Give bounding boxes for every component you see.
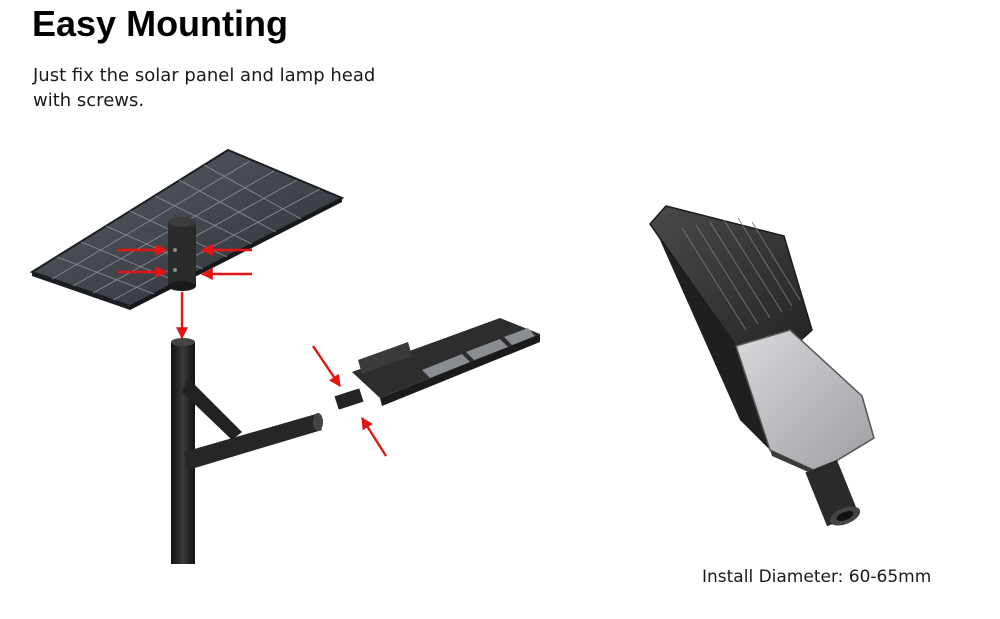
page-subtitle: Just fix the solar panel and lamp head w… [33, 65, 376, 111]
solar-panel-illustration [29, 148, 345, 310]
install-diameter-caption: Install Diameter: 60-65mm [702, 567, 932, 587]
red-arrow-icon [118, 244, 388, 457]
street-pole-illustration [171, 338, 323, 564]
lamp-head-illustration [334, 318, 540, 410]
page-title: Easy Mounting [32, 3, 289, 44]
all-in-one-light-illustration [649, 205, 875, 527]
